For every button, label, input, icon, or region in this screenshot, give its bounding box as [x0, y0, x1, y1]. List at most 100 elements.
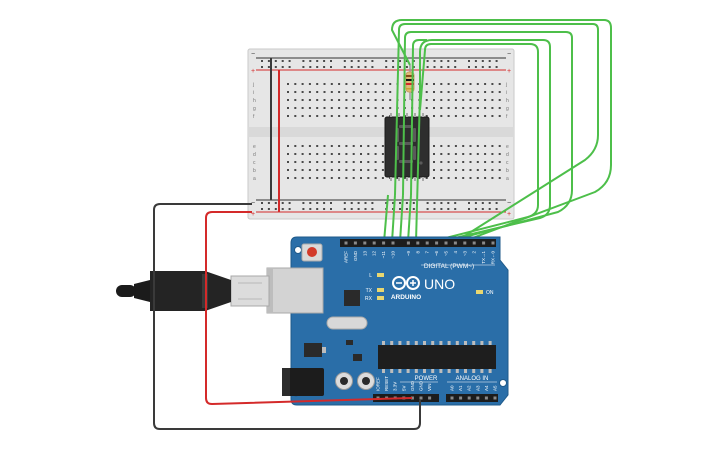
rail-hole[interactable] [468, 60, 470, 62]
breadboard-hole[interactable] [462, 145, 465, 147]
breadboard-hole[interactable] [462, 177, 465, 179]
rail-hole[interactable] [412, 202, 415, 204]
breadboard-hole[interactable] [447, 177, 450, 179]
breadboard-hole[interactable] [374, 153, 377, 155]
breadboard-hole[interactable] [367, 91, 370, 93]
breadboard-hole[interactable] [389, 83, 392, 85]
rail-hole[interactable] [267, 208, 270, 210]
breadboard-hole[interactable] [338, 177, 341, 179]
breadboard-hole[interactable] [367, 169, 370, 171]
rail-hole[interactable] [371, 60, 374, 62]
breadboard-hole[interactable] [433, 83, 435, 85]
breadboard-hole[interactable] [484, 83, 487, 85]
breadboard-hole[interactable] [352, 177, 355, 179]
breadboard-hole[interactable] [301, 145, 304, 147]
rail-hole[interactable] [274, 60, 277, 62]
breadboard-hole[interactable] [345, 153, 348, 155]
rail-hole[interactable] [447, 66, 450, 68]
rail-hole[interactable] [385, 60, 388, 62]
breadboard-hole[interactable] [308, 99, 311, 101]
power-pin[interactable] [419, 396, 423, 400]
breadboard-hole[interactable] [323, 115, 326, 117]
rail-hole[interactable] [426, 60, 429, 62]
breadboard-hole[interactable] [374, 107, 377, 109]
breadboard-hole[interactable] [462, 107, 465, 109]
breadboard-hole[interactable] [381, 99, 384, 101]
rail-hole[interactable] [309, 60, 312, 62]
breadboard-hole[interactable] [381, 91, 384, 93]
breadboard-hole[interactable] [345, 145, 348, 147]
breadboard-hole[interactable] [440, 145, 443, 147]
rail-hole[interactable] [364, 66, 367, 68]
rail-hole[interactable] [323, 208, 326, 210]
rail-hole[interactable] [288, 66, 291, 68]
breadboard-hole[interactable] [330, 107, 333, 109]
breadboard-hole[interactable] [440, 161, 443, 163]
breadboard-hole[interactable] [454, 145, 457, 147]
rail-hole[interactable] [495, 208, 498, 210]
breadboard-hole[interactable] [360, 153, 362, 155]
rail-hole[interactable] [405, 202, 408, 204]
breadboard-hole[interactable] [301, 99, 304, 101]
analog-pin[interactable] [493, 396, 497, 400]
rail-hole[interactable] [316, 202, 319, 204]
rail-hole[interactable] [447, 60, 450, 62]
breadboard-hole[interactable] [454, 83, 457, 85]
rail-hole[interactable] [440, 60, 443, 62]
breadboard-hole[interactable] [454, 107, 457, 109]
rail-hole[interactable] [454, 66, 457, 68]
breadboard-hole[interactable] [352, 153, 355, 155]
digital-pin[interactable] [391, 241, 395, 245]
rail-hole[interactable] [399, 66, 401, 68]
breadboard-hole[interactable] [301, 169, 304, 171]
breadboard-hole[interactable] [330, 83, 333, 85]
breadboard-hole[interactable] [498, 107, 501, 109]
analog-pin[interactable] [450, 396, 454, 400]
breadboard-hole[interactable] [433, 153, 435, 155]
breadboard-hole[interactable] [374, 177, 377, 179]
rail-hole[interactable] [309, 66, 312, 68]
breadboard-hole[interactable] [330, 169, 333, 171]
breadboard-hole[interactable] [433, 91, 435, 93]
rail-hole[interactable] [316, 60, 319, 62]
breadboard-hole[interactable] [360, 169, 362, 171]
breadboard-hole[interactable] [330, 161, 333, 163]
breadboard-hole[interactable] [345, 177, 348, 179]
power-pin[interactable] [428, 396, 432, 400]
rail-hole[interactable] [267, 66, 270, 68]
breadboard-hole[interactable] [352, 161, 355, 163]
rail-hole[interactable] [267, 60, 270, 62]
breadboard-hole[interactable] [491, 177, 494, 179]
breadboard-hole[interactable] [316, 99, 319, 101]
breadboard-hole[interactable] [447, 161, 450, 163]
breadboard-hole[interactable] [425, 107, 428, 109]
breadboard-hole[interactable] [491, 91, 494, 93]
rail-hole[interactable] [488, 208, 491, 210]
analog-pin[interactable] [484, 396, 488, 400]
breadboard-hole[interactable] [447, 153, 450, 155]
breadboard-hole[interactable] [454, 99, 457, 101]
breadboard-hole[interactable] [381, 83, 384, 85]
breadboard-hole[interactable] [425, 115, 428, 117]
digital-pin[interactable] [472, 241, 476, 245]
breadboard-hole[interactable] [374, 83, 377, 85]
breadboard-hole[interactable] [316, 153, 319, 155]
rail-hole[interactable] [357, 208, 360, 210]
breadboard-hole[interactable] [454, 161, 457, 163]
breadboard-hole[interactable] [484, 145, 487, 147]
digital-pin[interactable] [344, 241, 348, 245]
breadboard-hole[interactable] [462, 115, 465, 117]
rail-hole[interactable] [261, 202, 263, 204]
digital-pin[interactable] [425, 241, 429, 245]
breadboard-hole[interactable] [396, 177, 399, 179]
rail-hole[interactable] [495, 202, 498, 204]
rail-hole[interactable] [426, 208, 429, 210]
rail-hole[interactable] [261, 208, 263, 210]
breadboard-hole[interactable] [367, 115, 370, 117]
breadboard-hole[interactable] [352, 91, 355, 93]
breadboard-hole[interactable] [323, 145, 326, 147]
rail-hole[interactable] [488, 202, 491, 204]
breadboard-hole[interactable] [316, 145, 319, 147]
breadboard-hole[interactable] [469, 115, 472, 117]
breadboard-hole[interactable] [491, 83, 494, 85]
